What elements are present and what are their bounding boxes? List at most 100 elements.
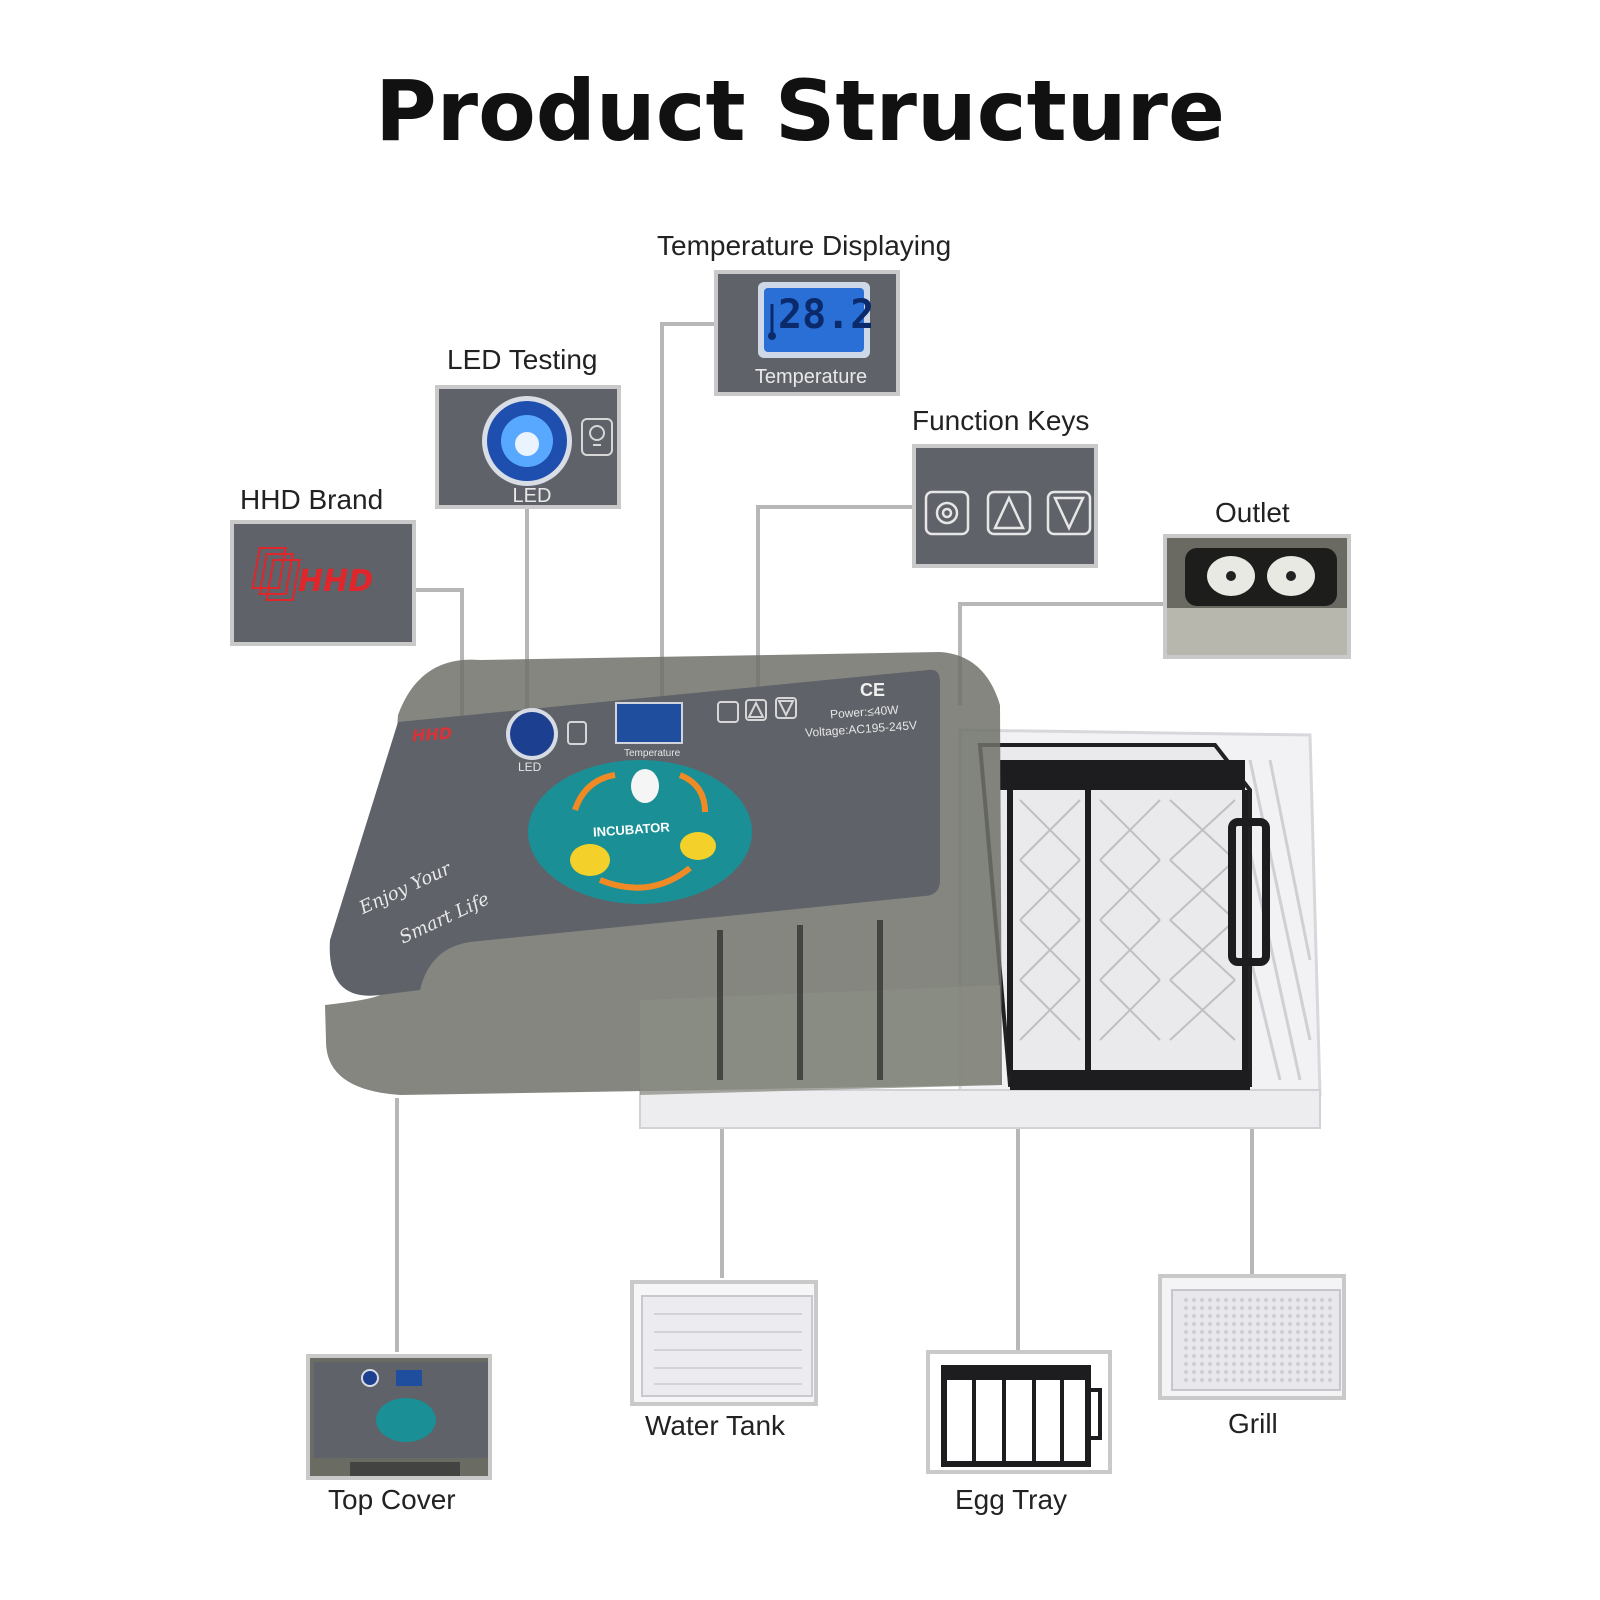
grill-hole — [1184, 1314, 1188, 1318]
egg-tray-handle — [1228, 818, 1270, 966]
grill-hole — [1288, 1370, 1292, 1374]
grill-hole — [1256, 1378, 1260, 1382]
grill-hole — [1248, 1314, 1252, 1318]
lcd-reading: 28.2 — [778, 292, 875, 338]
bulb-icon — [567, 721, 587, 745]
grill-hole — [1208, 1314, 1212, 1318]
grill-hole — [1320, 1370, 1324, 1374]
grill-hole — [1248, 1330, 1252, 1334]
grill-hole — [1296, 1330, 1300, 1334]
grill-hole — [1296, 1378, 1300, 1382]
label-top-cover: Top Cover — [328, 1484, 456, 1515]
grill-hole — [1256, 1306, 1260, 1310]
grill-hole — [1288, 1378, 1292, 1382]
grill-hole — [1256, 1346, 1260, 1350]
grill-hole — [1216, 1354, 1220, 1358]
bulb-icon — [581, 418, 613, 456]
grill-hole — [1288, 1354, 1292, 1358]
grill-hole — [1304, 1370, 1308, 1374]
grill-hole — [1264, 1378, 1268, 1382]
grill-hole — [1264, 1338, 1268, 1342]
label-led-testing: LED Testing — [447, 344, 598, 375]
top-cover-graphic — [314, 1362, 488, 1476]
grill-hole — [1224, 1314, 1228, 1318]
grill-hole — [1304, 1338, 1308, 1342]
grill-hole — [1272, 1322, 1276, 1326]
grill-hole — [1304, 1306, 1308, 1310]
panel-led-caption: LED — [518, 760, 542, 774]
panel-brand-logo: HHD — [411, 723, 453, 746]
detail-hhd-brand: HHD — [230, 520, 416, 646]
up-arrow-icon — [747, 700, 765, 718]
grill-hole — [1192, 1330, 1196, 1334]
grill-hole — [1280, 1322, 1284, 1326]
grill-hole — [1304, 1314, 1308, 1318]
grill-hole — [1200, 1378, 1204, 1382]
grill-hole — [1304, 1346, 1308, 1350]
lcd-caption: Temperature — [754, 366, 868, 388]
grill-hole — [1280, 1314, 1284, 1318]
grill-hole — [1256, 1314, 1260, 1318]
function-keys-graphic — [924, 490, 1092, 536]
grill-hole — [1288, 1314, 1292, 1318]
grill-hole — [1312, 1330, 1316, 1334]
grill-hole — [1256, 1338, 1260, 1342]
grill-hole — [1312, 1322, 1316, 1326]
grill-hole — [1320, 1378, 1324, 1382]
grill-hole — [1312, 1354, 1316, 1358]
grill-hole — [1208, 1338, 1212, 1342]
grill-hole — [1272, 1370, 1276, 1374]
grill-hole — [1312, 1338, 1316, 1342]
thumbnail-grill — [1158, 1274, 1346, 1400]
grill-hole — [1304, 1354, 1308, 1358]
grill-hole — [1200, 1322, 1204, 1326]
grill-hole — [1320, 1306, 1324, 1310]
label-temperature-displaying: Temperature Displaying — [657, 230, 952, 261]
grill-hole — [1240, 1362, 1244, 1366]
lcd-screen-graphic — [758, 282, 870, 358]
brand-logo-text: HHD — [298, 564, 374, 599]
grill-hole — [1184, 1346, 1188, 1350]
grill-hole — [1248, 1362, 1252, 1366]
grill-hole — [1280, 1338, 1284, 1342]
thumbnail-top-cover — [306, 1354, 492, 1480]
grill-hole — [1272, 1362, 1276, 1366]
label-grill: Grill — [1228, 1408, 1278, 1439]
grill-hole — [1312, 1298, 1316, 1302]
grill-hole — [1248, 1298, 1252, 1302]
grill-hole — [1312, 1346, 1316, 1350]
grill-hole — [1296, 1338, 1300, 1342]
grill-hole — [1320, 1354, 1324, 1358]
grill-hole — [1264, 1314, 1268, 1318]
grill-hole — [1312, 1370, 1316, 1374]
grill-hole — [1312, 1378, 1316, 1382]
grill-hole — [1256, 1298, 1260, 1302]
grill-hole — [1296, 1346, 1300, 1350]
grill-hole — [1328, 1346, 1332, 1350]
thumbnail-water-tank — [630, 1280, 818, 1406]
down-arrow-icon — [1046, 490, 1092, 536]
grill-hole — [1184, 1354, 1188, 1358]
grill-hole — [1216, 1298, 1220, 1302]
egg-tray-graphic — [941, 1365, 1102, 1467]
up-arrow-icon — [745, 699, 767, 721]
grill-hole — [1216, 1378, 1220, 1382]
grill-hole — [1328, 1306, 1332, 1310]
grill-hole — [1296, 1314, 1300, 1318]
grill-hole — [1280, 1370, 1284, 1374]
grill-hole — [1264, 1322, 1268, 1326]
grill-hole — [1264, 1330, 1268, 1334]
grill-hole — [1312, 1362, 1316, 1366]
grill-hole — [1200, 1346, 1204, 1350]
grill-hole — [1272, 1306, 1276, 1310]
grill-hole — [1280, 1378, 1284, 1382]
grill-hole — [1288, 1362, 1292, 1366]
grill-hole — [1280, 1306, 1284, 1310]
grill-hole — [1272, 1338, 1276, 1342]
grill-hole — [1296, 1306, 1300, 1310]
grill-hole — [1320, 1330, 1324, 1334]
gear-icon — [717, 701, 739, 723]
grill-hole — [1208, 1306, 1212, 1310]
grill-hole — [1224, 1338, 1228, 1342]
down-arrow-icon — [777, 700, 795, 718]
